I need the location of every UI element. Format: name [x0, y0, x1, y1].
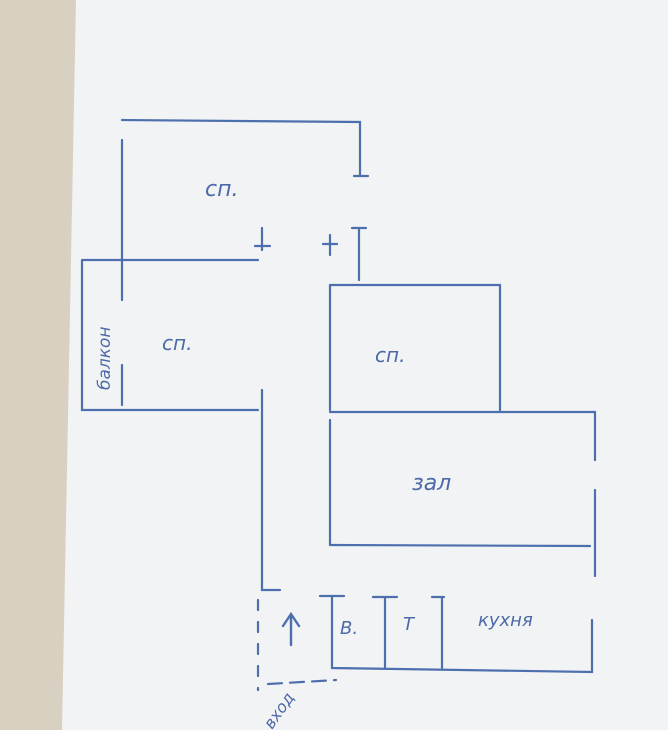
- walls: [80, 118, 597, 692]
- paper-sheet: [62, 0, 668, 730]
- label-bedroom-left: сп.: [162, 331, 192, 355]
- wall-kitchen: [318, 594, 594, 674]
- wall-balcony: [80, 258, 260, 412]
- wall-entrance-bottom: [266, 678, 338, 686]
- label-kitchen: кухня: [478, 610, 533, 631]
- wall-corridor-right: [321, 233, 339, 547]
- wall-top-bedroom: [120, 118, 370, 178]
- label-bedroom-top: сп.: [205, 177, 238, 202]
- label-bedroom-right: сп.: [375, 343, 405, 367]
- label-living-room: зал: [412, 471, 451, 496]
- wall-corridor-left: [253, 226, 282, 592]
- wall-right-bedroom: [328, 283, 502, 412]
- arrow-up-icon: [281, 611, 301, 647]
- wall-bath-toilet: [371, 595, 446, 670]
- wall-door-jamb: [350, 226, 368, 282]
- label-balcony: балкон: [95, 326, 115, 390]
- wall-living-room: [328, 410, 597, 578]
- label-bathroom: В.: [340, 618, 358, 639]
- label-toilet: Т: [403, 614, 416, 635]
